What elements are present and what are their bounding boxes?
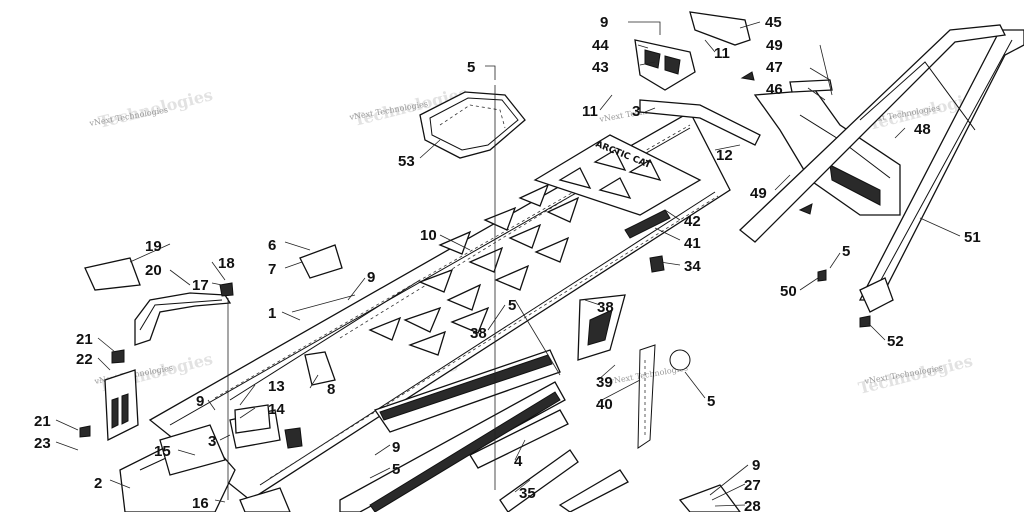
tunnel-body: ARCTIC CAT [148, 111, 731, 501]
callout-38: 38 [597, 299, 614, 316]
callout-49: 49 [750, 185, 767, 202]
callout-51: 51 [964, 229, 981, 246]
callout-53: 53 [398, 153, 415, 170]
seat-pad [419, 91, 526, 159]
callout-13: 13 [268, 378, 285, 395]
callout-52: 52 [887, 333, 904, 350]
callout-5: 5 [707, 393, 715, 410]
callout-14: 14 [268, 401, 285, 418]
callout-18: 18 [218, 255, 235, 272]
callout-49: 49 [766, 37, 783, 54]
callout-11: 11 [582, 103, 598, 120]
callout-7: 7 [268, 261, 276, 278]
grab-bracket [84, 257, 232, 442]
callout-47: 47 [766, 59, 783, 76]
callout-41: 41 [684, 235, 701, 252]
callout-27: 27 [744, 477, 761, 494]
callout-39: 39 [596, 374, 613, 391]
callout-9: 9 [196, 393, 204, 410]
callout-9: 9 [600, 14, 608, 31]
callout-40: 40 [596, 396, 613, 413]
callout-3: 3 [208, 433, 216, 450]
callout-6: 6 [268, 237, 276, 254]
rear-bumper [739, 24, 1024, 313]
callout-9: 9 [752, 457, 760, 474]
callout-42: 42 [684, 213, 701, 230]
callout-50: 50 [780, 283, 797, 300]
callout-48: 48 [914, 121, 931, 138]
callout-5: 5 [508, 297, 516, 314]
callout-12: 12 [716, 147, 733, 164]
tunnel-cutouts [368, 183, 580, 356]
callout-17: 17 [192, 277, 209, 294]
callout-5: 5 [392, 461, 400, 478]
callout-2: 2 [94, 475, 102, 492]
callout-9: 9 [392, 439, 400, 456]
callout-44: 44 [592, 37, 609, 54]
callout-10: 10 [420, 227, 437, 244]
callout-9: 9 [367, 269, 375, 286]
callout-8: 8 [327, 381, 335, 398]
callout-34: 34 [684, 258, 701, 275]
callout-5: 5 [842, 243, 850, 260]
callout-16: 16 [192, 495, 209, 512]
callout-labels: 9 45 44 11 43 49 47 46 5 11 3 48 12 53 4… [34, 14, 981, 512]
callout-3: 3 [632, 103, 640, 120]
callout-46: 46 [766, 81, 783, 98]
callout-21: 21 [34, 413, 51, 430]
callout-1: 1 [268, 305, 276, 322]
callout-15: 15 [154, 443, 171, 460]
callout-22: 22 [76, 351, 93, 368]
rail-assemblies [339, 294, 741, 512]
callout-21: 21 [76, 331, 93, 348]
callout-28: 28 [744, 498, 761, 512]
callout-45: 45 [765, 14, 782, 31]
leader-lines [55, 21, 961, 507]
hardware-items [79, 244, 871, 438]
callout-35: 35 [519, 485, 536, 502]
callout-5: 5 [467, 59, 475, 76]
callout-19: 19 [145, 238, 162, 255]
callout-23: 23 [34, 435, 51, 452]
callout-20: 20 [145, 262, 162, 279]
callout-4: 4 [514, 453, 523, 470]
callout-38: 38 [470, 325, 487, 342]
callout-11: 11 [714, 45, 730, 62]
callout-43: 43 [592, 59, 609, 76]
